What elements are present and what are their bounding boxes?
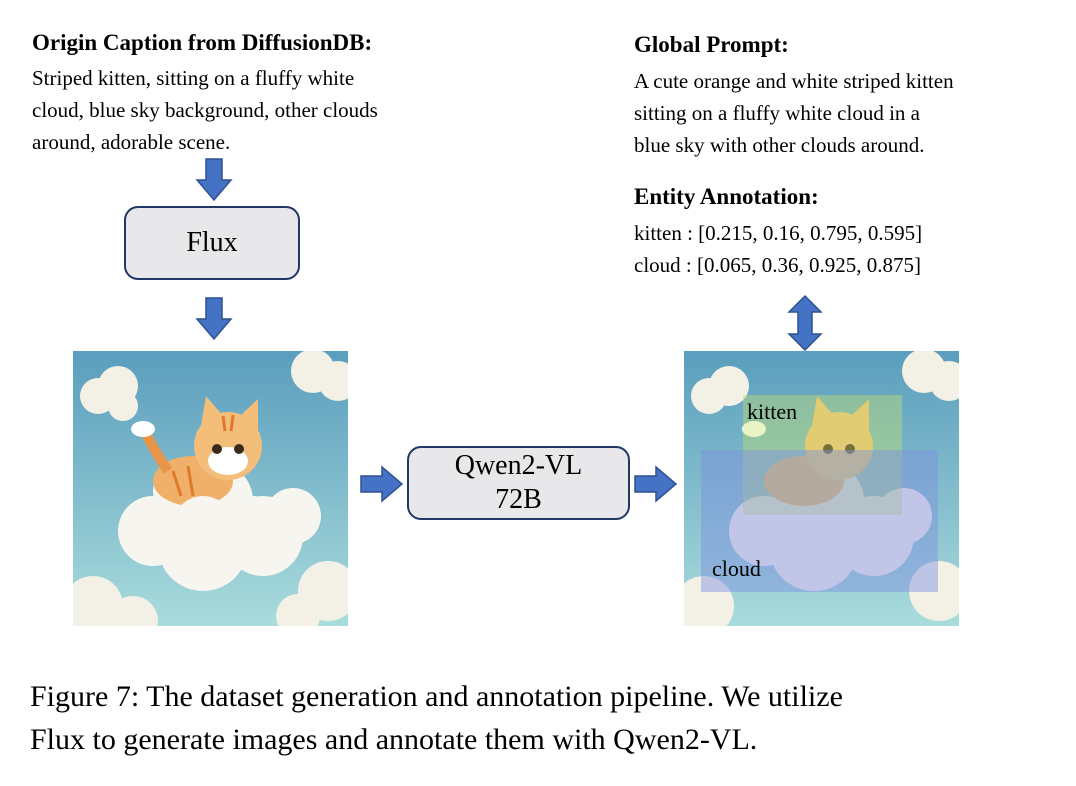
node-label: 72B: [495, 484, 542, 515]
text-line: around, adorable scene.: [32, 130, 231, 154]
caption-line: Figure 7: The dataset generation and ann…: [30, 680, 843, 713]
arrow-right-icon: [360, 465, 404, 503]
text-line: cloud, blue sky background, other clouds: [32, 98, 378, 122]
flux-node: Flux: [124, 206, 300, 280]
text-line: blue sky with other clouds around.: [634, 133, 925, 157]
text-line: sitting on a fluffy white cloud in a: [634, 101, 920, 125]
entity-annotation-title: Entity Annotation:: [634, 184, 819, 209]
entity-annotation-text: kitten : [0.215, 0.16, 0.795, 0.595] clo…: [634, 217, 922, 281]
global-prompt-text: A cute orange and white striped kitten s…: [634, 65, 954, 161]
arrow-down-icon: [195, 297, 233, 341]
origin-caption-text: Striped kitten, sitting on a fluffy whit…: [32, 62, 378, 158]
generated-kitten-image: [73, 351, 348, 626]
origin-caption-title: Origin Caption from DiffusionDB:: [32, 30, 373, 55]
text-line: Striped kitten, sitting on a fluffy whit…: [32, 66, 355, 90]
arrow-right-icon: [634, 465, 678, 503]
cloud-label: cloud: [712, 556, 761, 581]
arrow-down-icon: [195, 158, 233, 202]
caption-line: Flux to generate images and annotate the…: [30, 723, 758, 756]
annotated-kitten-image: [684, 351, 959, 626]
text-line: cloud : [0.065, 0.36, 0.925, 0.875]: [634, 253, 921, 277]
figure-caption: Figure 7: The dataset generation and ann…: [30, 675, 843, 761]
double-arrow-icon: [787, 295, 823, 351]
text-line: kitten : [0.215, 0.16, 0.795, 0.595]: [634, 221, 923, 245]
cloud-bbox: [701, 450, 938, 592]
kitten-label: kitten: [747, 399, 798, 424]
text-line: A cute orange and white striped kitten: [634, 69, 954, 93]
kitten-bbox: [743, 395, 902, 515]
node-label: Qwen2-VL: [454, 450, 583, 481]
global-prompt-title: Global Prompt:: [634, 32, 789, 57]
